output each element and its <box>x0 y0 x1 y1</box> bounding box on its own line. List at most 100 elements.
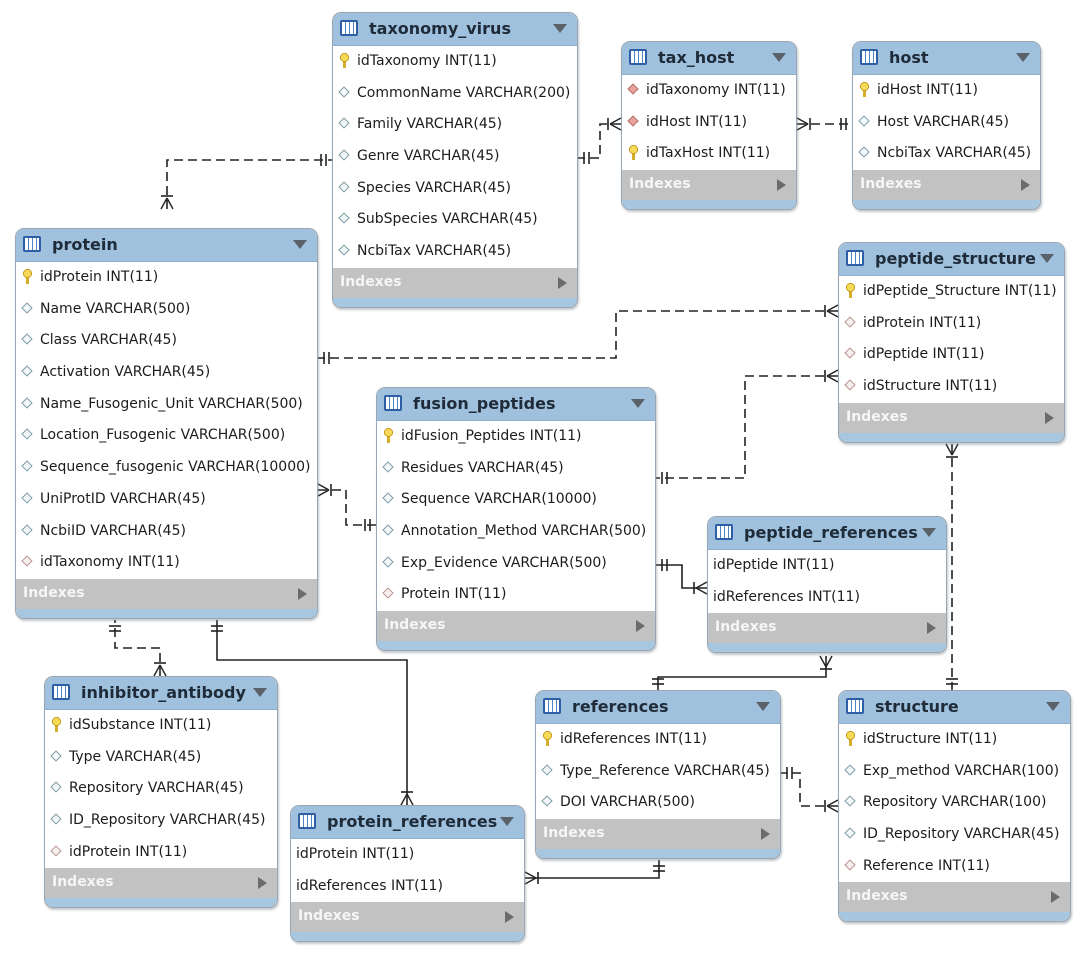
column-row[interactable]: NcbiTax VARCHAR(45) <box>853 138 1040 170</box>
indexes-section[interactable]: Indexes <box>377 611 655 642</box>
column-row[interactable]: Host VARCHAR(45) <box>853 107 1040 139</box>
indexes-section[interactable]: Indexes <box>839 882 1070 913</box>
column-row[interactable]: idReferences INT(11) <box>536 724 780 756</box>
expand-arrow-icon[interactable] <box>1051 891 1060 904</box>
column-row[interactable]: idProtein INT(11) <box>45 837 277 869</box>
collapse-arrow-icon[interactable] <box>1016 53 1030 62</box>
column-row[interactable]: Exp_method VARCHAR(100) <box>839 756 1070 788</box>
column-row[interactable]: Activation VARCHAR(45) <box>16 357 317 389</box>
column-row[interactable]: Protein INT(11) <box>377 579 655 611</box>
expand-arrow-icon[interactable] <box>1045 411 1054 424</box>
column-row[interactable]: Species VARCHAR(45) <box>333 173 577 205</box>
column-row[interactable]: Exp_Evidence VARCHAR(500) <box>377 548 655 580</box>
table-header[interactable]: inhibitor_antibody <box>45 677 277 710</box>
collapse-arrow-icon[interactable] <box>756 702 770 711</box>
table-header[interactable]: host <box>853 42 1040 75</box>
column-row[interactable]: Name_Fusogenic_Unit VARCHAR(500) <box>16 389 317 421</box>
table-header[interactable]: protein <box>16 229 317 262</box>
table-header[interactable]: references <box>536 691 780 724</box>
column-row[interactable]: idTaxHost INT(11) <box>622 138 796 170</box>
column-row[interactable]: Class VARCHAR(45) <box>16 325 317 357</box>
column-row[interactable]: idPeptide INT(11) <box>839 339 1064 371</box>
indexes-section[interactable]: Indexes <box>16 578 317 609</box>
collapse-arrow-icon[interactable] <box>1046 702 1060 711</box>
collapse-arrow-icon[interactable] <box>253 688 267 697</box>
column-row[interactable]: idStructure INT(11) <box>839 724 1070 756</box>
column-row[interactable]: idPeptide INT(11) <box>708 550 946 582</box>
column-row[interactable]: Type VARCHAR(45) <box>45 742 277 774</box>
column-row[interactable]: Sequence_fusogenic VARCHAR(10000) <box>16 452 317 484</box>
column-row[interactable]: UniProtID VARCHAR(45) <box>16 484 317 516</box>
column-row[interactable]: idHost INT(11) <box>622 107 796 139</box>
column-row[interactable]: Name VARCHAR(500) <box>16 294 317 326</box>
expand-arrow-icon[interactable] <box>1021 179 1030 192</box>
collapse-arrow-icon[interactable] <box>772 53 786 62</box>
column-row[interactable]: Location_Fusogenic VARCHAR(500) <box>16 420 317 452</box>
column-row[interactable]: Sequence VARCHAR(10000) <box>377 484 655 516</box>
column-row[interactable]: Annotation_Method VARCHAR(500) <box>377 516 655 548</box>
column-row[interactable]: idSubstance INT(11) <box>45 710 277 742</box>
column-row[interactable]: idReferences INT(11) <box>291 871 524 903</box>
indexes-section[interactable]: Indexes <box>333 267 577 298</box>
indexes-section[interactable]: Indexes <box>45 868 277 899</box>
expand-arrow-icon[interactable] <box>777 179 786 192</box>
column-row[interactable]: NcbiTax VARCHAR(45) <box>333 236 577 268</box>
column-row[interactable]: idTaxonomy INT(11) <box>622 75 796 107</box>
collapse-arrow-icon[interactable] <box>500 817 514 826</box>
column-row[interactable]: SubSpecies VARCHAR(45) <box>333 204 577 236</box>
indexes-section[interactable]: Indexes <box>291 902 524 933</box>
column-row[interactable]: Residues VARCHAR(45) <box>377 453 655 485</box>
column-row[interactable]: NcbiID VARCHAR(45) <box>16 516 317 548</box>
table-header[interactable]: peptide_structure <box>839 243 1064 276</box>
expand-arrow-icon[interactable] <box>636 620 645 633</box>
column-row[interactable]: Repository VARCHAR(45) <box>45 773 277 805</box>
expand-arrow-icon[interactable] <box>298 587 307 600</box>
column-row[interactable]: idTaxonomy INT(11) <box>16 547 317 579</box>
indexes-section[interactable]: Indexes <box>622 170 796 201</box>
column-row[interactable]: CommonName VARCHAR(200) <box>333 78 577 110</box>
column-row[interactable]: ID_Repository VARCHAR(45) <box>45 805 277 837</box>
column-row[interactable]: Genre VARCHAR(45) <box>333 141 577 173</box>
expand-arrow-icon[interactable] <box>558 276 567 289</box>
column-row[interactable]: Type_Reference VARCHAR(45) <box>536 756 780 788</box>
indexes-section[interactable]: Indexes <box>708 613 946 644</box>
table-header[interactable]: structure <box>839 691 1070 724</box>
table-header[interactable]: fusion_peptides <box>377 388 655 421</box>
collapse-arrow-icon[interactable] <box>553 24 567 33</box>
column-row[interactable]: Repository VARCHAR(100) <box>839 787 1070 819</box>
column-row[interactable]: idReferences INT(11) <box>708 582 946 614</box>
column-row[interactable]: Reference INT(11) <box>839 851 1070 883</box>
indexes-section[interactable]: Indexes <box>853 170 1040 201</box>
collapse-arrow-icon[interactable] <box>1040 254 1054 263</box>
column-row[interactable]: idProtein INT(11) <box>291 839 524 871</box>
indexes-section[interactable]: Indexes <box>536 819 780 850</box>
table-header[interactable]: tax_host <box>622 42 796 75</box>
table-header[interactable]: peptide_references <box>708 517 946 550</box>
collapse-arrow-icon[interactable] <box>922 528 936 537</box>
expand-arrow-icon[interactable] <box>258 877 267 890</box>
expand-arrow-icon[interactable] <box>927 622 936 635</box>
column-row[interactable]: idProtein INT(11) <box>839 308 1064 340</box>
indexes-section[interactable]: Indexes <box>839 402 1064 433</box>
column-row[interactable]: idFusion_Peptides INT(11) <box>377 421 655 453</box>
column-row[interactable]: DOI VARCHAR(500) <box>536 787 780 819</box>
collapse-arrow-icon[interactable] <box>631 399 645 408</box>
table-header[interactable]: protein_references <box>291 806 524 839</box>
column-row[interactable]: idProtein INT(11) <box>16 262 317 294</box>
column-row[interactable]: idPeptide_Structure INT(11) <box>839 276 1064 308</box>
expand-arrow-icon[interactable] <box>761 828 770 841</box>
table-header[interactable]: taxonomy_virus <box>333 13 577 46</box>
column-row[interactable]: Family VARCHAR(45) <box>333 109 577 141</box>
column-row[interactable]: idTaxonomy INT(11) <box>333 46 577 78</box>
collapse-arrow-icon[interactable] <box>293 240 307 249</box>
column-row[interactable]: idHost INT(11) <box>853 75 1040 107</box>
